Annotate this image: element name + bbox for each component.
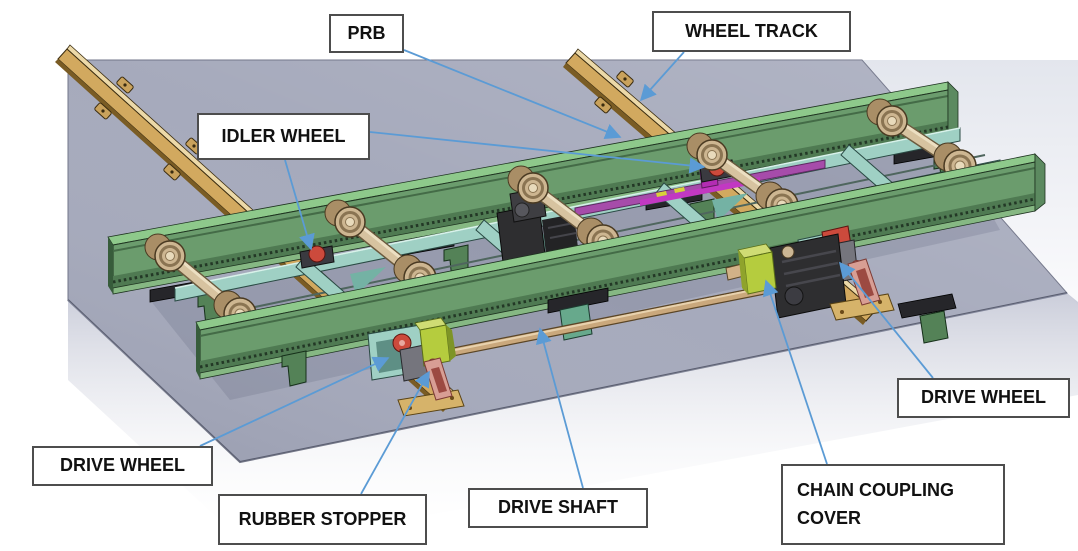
label-drive-shaft-text: DRIVE SHAFT	[497, 497, 618, 518]
label-rubber-stopper-text: RUBBER STOPPER	[238, 508, 407, 529]
leader-drive-shaft	[535, 327, 584, 489]
leader-prb	[403, 49, 622, 140]
label-chain-coupling-line2: COVER	[797, 507, 862, 528]
leader-rubber-stopper	[360, 370, 430, 495]
leader-drive-wheel-right	[838, 261, 934, 379]
label-idler-wheel: IDLER WHEEL	[197, 113, 370, 160]
label-wheel-track: WHEEL TRACK	[652, 11, 851, 52]
label-drive-wheel-right: DRIVE WHEEL	[897, 378, 1070, 418]
drive-shaft	[443, 284, 775, 358]
leader-drive-wheel-left	[199, 356, 390, 447]
leader-idler-wheel-b	[369, 131, 706, 174]
label-rubber-stopper: RUBBER STOPPER	[218, 494, 427, 545]
label-prb-text: PRB	[347, 22, 386, 43]
leader-chain-coupling	[762, 279, 828, 465]
label-drive-wheel-left-text: DRIVE WHEEL	[59, 455, 185, 476]
drive-assembly-right	[725, 225, 895, 321]
label-idler-wheel-text: IDLER WHEEL	[221, 125, 346, 146]
label-chain-coupling-line1: CHAIN COUPLING	[797, 479, 954, 500]
leader-lines	[199, 49, 934, 495]
label-drive-shaft: DRIVE SHAFT	[468, 488, 648, 528]
label-prb: PRB	[329, 14, 404, 53]
label-wheel-track-text: WHEEL TRACK	[685, 20, 818, 41]
label-chain-coupling-cover: CHAIN COUPLING COVER	[781, 464, 1005, 545]
label-drive-wheel-right-text: DRIVE WHEEL	[920, 387, 1046, 408]
leader-idler-wheel-a	[284, 159, 315, 251]
leader-wheel-track	[639, 51, 685, 102]
rubber-stopper-left	[397, 357, 465, 417]
chain-coupling-cover-right	[737, 243, 777, 295]
label-drive-wheel-left: DRIVE WHEEL	[32, 446, 213, 486]
